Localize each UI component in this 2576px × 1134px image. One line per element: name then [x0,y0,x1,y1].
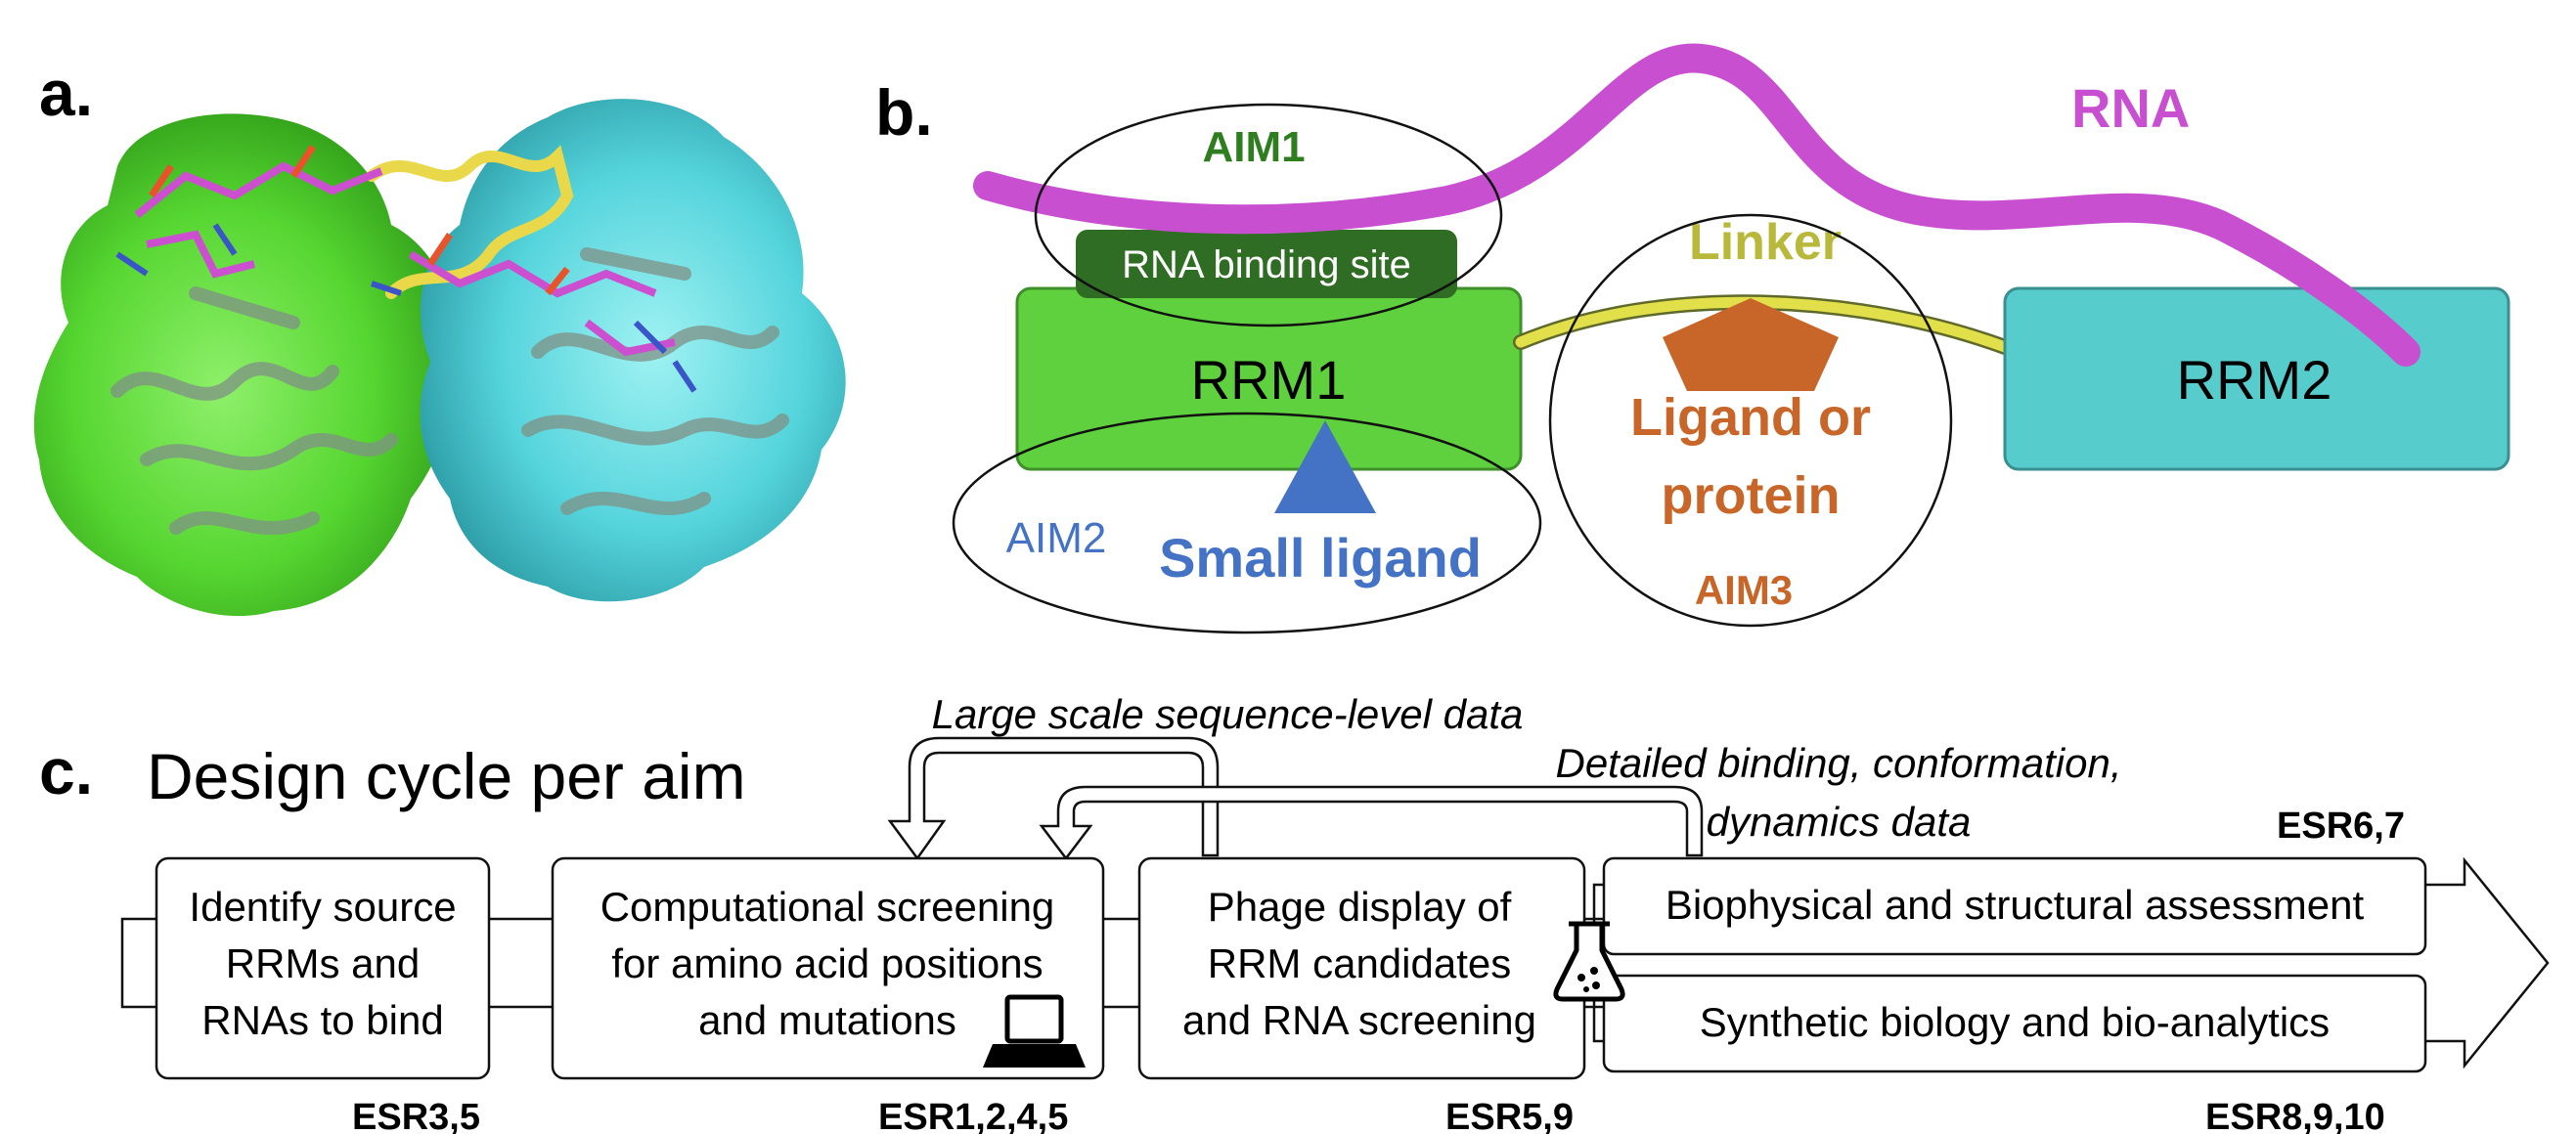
aim2-label: AIM2 [1006,514,1107,562]
flask-icon [1553,921,1625,1002]
step3-line3: and RNA screening [1182,997,1536,1043]
step1-line3: RNAs to bind [201,997,443,1043]
step-box-computational [551,856,1105,1080]
protein-structure-image [33,99,846,617]
feedback-mid-label-line2: dynamics data [1707,799,1972,845]
rna-phosphate-sticks [149,145,570,296]
esr-step4: ESR6,7 [2277,806,2405,847]
feedback-mid-label-line1: Detailed binding, conformation, [1555,740,2121,786]
linker-curve-fill [1515,296,2011,353]
esr-step5: ESR8,9,10 [2205,1097,2385,1134]
rrm2-label: RRM2 [2177,349,2332,411]
panel-b: b. RRM1 RNA binding site Linker RRM2 RNA… [875,43,2510,634]
panel-b-label: b. [875,76,933,149]
feedback-top-label: Large scale sequence-level data [932,691,1524,737]
rrm1-label: RRM1 [1191,349,1347,411]
step2-line2: for amino acid positions [611,940,1043,986]
rna-label: RNA [2071,77,2190,139]
panel-c-title: Design cycle per aim [147,740,746,812]
panel-a-label: a. [39,57,93,129]
panel-c-label: c. [39,735,93,807]
step-box-biophysical [1602,856,2427,956]
aim3-ellipse [1548,213,1953,628]
laptop-icon [983,994,1086,1068]
small-ligand-label: Small ligand [1159,527,1482,589]
linker-label: Linker [1689,214,1842,271]
esr-step1: ESR3,5 [352,1097,480,1134]
esr-step2: ESR1,2,4,5 [878,1097,1068,1134]
step-box-synthetic [1602,974,2427,1073]
aim2-ellipse [952,412,1542,634]
aim3-label: AIM3 [1695,567,1793,613]
rrm1-surface [33,113,453,617]
feedback-arrow-mid [1039,785,1704,861]
ligand-protein-label-line2: protein [1662,466,1841,525]
ligand-protein-label-line1: Ligand or [1630,388,1871,447]
rna-binding-site-label: RNA binding site [1122,243,1411,286]
rna-strand [973,43,2421,367]
step-box-identify [155,856,491,1080]
feedback-arrow-top [887,736,1220,861]
step1-line2: RRMs and [226,940,420,986]
esr-step3: ESR5,9 [1445,1097,1574,1134]
step2-line1: Computational screening [600,884,1055,930]
step2-line3: and mutations [698,997,956,1043]
rna-binding-site-box [1076,230,1457,298]
step4-label: Biophysical and structural assessment [1666,882,2365,928]
rna-base-sticks [115,223,697,393]
step3-line2: RRM candidates [1208,940,1511,986]
aim1-ellipse [1034,103,1503,327]
cartoon-ribbons [111,247,789,535]
panel-c: c. Design cycle per aim Large scale sequ… [39,691,2550,1134]
linker-helix [366,145,574,299]
flow-connectors [120,917,1604,1009]
step5-label: Synthetic biology and bio-analytics [1700,999,2330,1045]
step3-line1: Phage display of [1208,884,1512,930]
small-ligand-triangle [1274,420,1376,513]
step1-line1: Identify source [189,884,456,930]
ligand-protein-pentagon [1663,298,1839,391]
panel-a: a. [33,57,846,617]
aim1-label: AIM1 [1202,123,1305,171]
